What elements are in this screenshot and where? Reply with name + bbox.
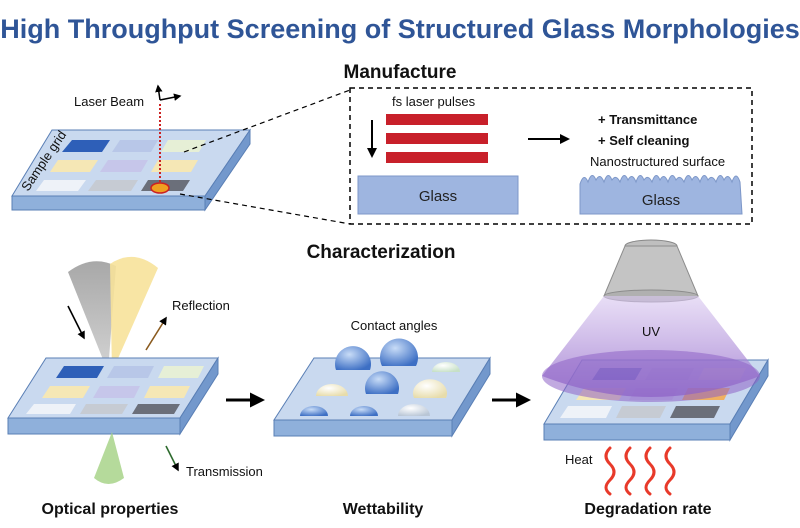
reflection-label: Reflection — [172, 298, 230, 313]
water-droplet — [380, 338, 418, 366]
water-droplet — [350, 406, 378, 416]
grid-cell — [100, 160, 148, 172]
water-droplet — [432, 362, 460, 372]
contact-angles-label: Contact angles — [351, 318, 438, 333]
water-droplet — [413, 379, 447, 398]
reflection-arrow — [145, 316, 167, 351]
water-droplet — [365, 371, 399, 394]
zoom-line — [179, 193, 351, 225]
page-title: High Throughput Screening of Structured … — [0, 14, 800, 44]
reflected-light-cone — [110, 256, 158, 372]
grid-cell — [36, 180, 86, 191]
grid-cell — [88, 180, 138, 191]
transmittance-label: + Transmittance — [598, 112, 697, 127]
self-cleaning-label: + Self cleaning — [598, 133, 689, 148]
optical-properties-caption: Optical properties — [42, 501, 179, 518]
grid-cell — [151, 160, 198, 172]
incident-light-cone — [68, 261, 116, 372]
incident-arrow — [67, 305, 85, 340]
degradation-rate-caption: Degradation rate — [584, 501, 711, 518]
transmitted-light-cone — [94, 432, 124, 484]
characterization-heading: Characterization — [307, 242, 456, 263]
structured-glass-label: Glass — [642, 192, 680, 209]
laser-beam-label: Laser Beam — [74, 94, 144, 109]
transmission-arrow — [165, 445, 179, 472]
degradation-panel — [542, 239, 769, 496]
fs-pulses-label: fs laser pulses — [392, 94, 476, 109]
nanostructured-label: Nanostructured surface — [590, 154, 725, 169]
water-droplet — [398, 404, 430, 416]
glass-label: Glass — [419, 188, 457, 205]
scan-direction-arrows — [155, 84, 182, 101]
grid-cell — [50, 160, 98, 172]
heat-waves — [604, 446, 676, 496]
heat-label: Heat — [565, 452, 593, 467]
manufacture-heading: Manufacture — [344, 62, 457, 83]
water-droplet — [316, 384, 348, 396]
water-droplet — [335, 346, 371, 370]
uv-lamp — [603, 245, 699, 297]
uv-label: UV — [642, 324, 660, 339]
transmission-label: Transmission — [186, 464, 263, 479]
wettability-panel — [273, 338, 491, 438]
water-droplet — [300, 406, 328, 416]
laser-spot — [150, 182, 170, 194]
sample-grid-plate — [11, 128, 251, 212]
grid-cell — [62, 140, 110, 152]
laser-pulses — [386, 114, 488, 163]
grid-cell — [112, 140, 158, 152]
optical-panel — [7, 256, 219, 484]
wettability-caption: Wettability — [343, 501, 424, 518]
glass-block — [357, 175, 519, 215]
manufacture-inset — [349, 87, 753, 225]
structured-glass-block — [579, 175, 743, 215]
grid-cell — [161, 140, 206, 152]
zoom-line — [183, 89, 351, 153]
